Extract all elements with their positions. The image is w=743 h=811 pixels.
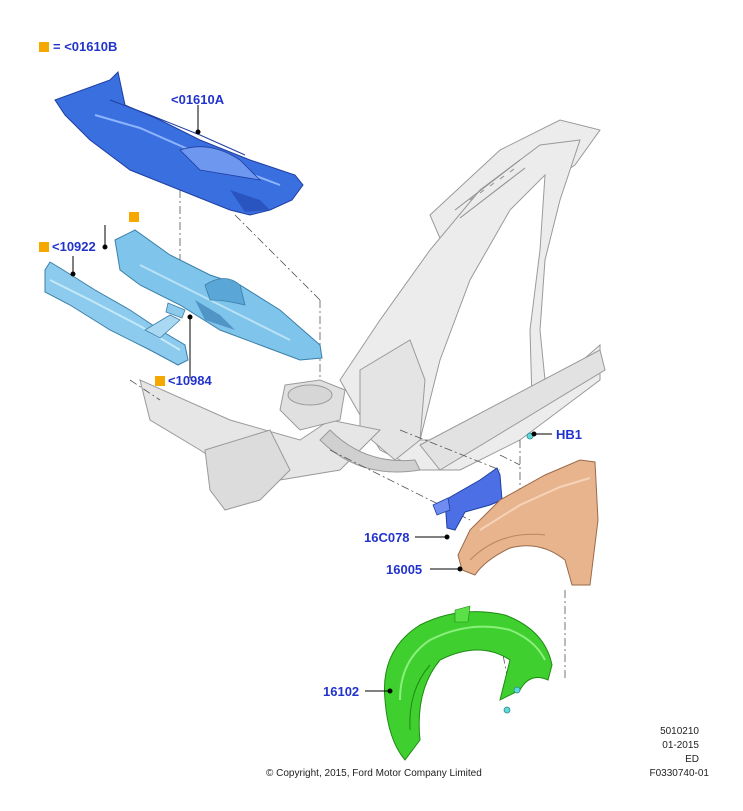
label-bracket: <10984 [168, 373, 212, 388]
label-fender-bolt: HB1 [556, 427, 583, 442]
footer-date: 01-2015 [662, 740, 699, 751]
fender-bracket [432, 467, 503, 531]
fastener-clips [503, 432, 534, 714]
marker-cowl-side [39, 242, 49, 252]
leader-lines [70, 105, 552, 694]
label-cowl-side: <10922 [52, 239, 96, 254]
roof-rail-detail [454, 159, 526, 219]
footer-edition: ED [685, 754, 699, 765]
label-cowl-top: <01610A [171, 92, 225, 107]
footer-code: 5010210 [660, 726, 699, 737]
legend-text: = <01610B [53, 39, 118, 54]
small-bracket [165, 302, 186, 319]
cowl-side-panel [44, 261, 189, 366]
legend-marker [39, 42, 49, 52]
cowl-top-panel [54, 70, 304, 216]
marker-bracket [155, 376, 165, 386]
label-fender-bracket: 16C078 [364, 530, 410, 545]
copyright-text: © Copyright, 2015, Ford Motor Company Li… [266, 768, 482, 779]
cowl-panel [114, 229, 323, 361]
label-fender: 16005 [386, 562, 423, 577]
wheel-arch-liner [383, 605, 553, 761]
footer-figure: F0330740-01 [649, 768, 710, 779]
body-structure [139, 119, 606, 511]
fender-panel [457, 459, 599, 586]
label-wheel-liner: 16102 [323, 684, 360, 699]
marker-cowl-panel [129, 212, 139, 222]
